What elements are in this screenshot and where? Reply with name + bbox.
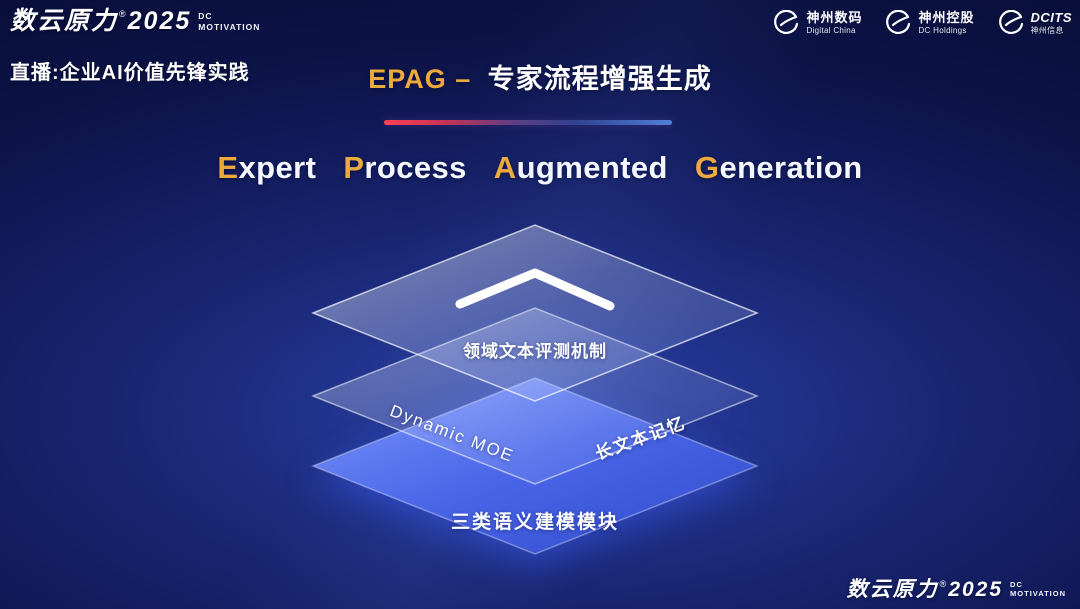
swirl-globe-icon: [998, 10, 1025, 36]
page-title: EPAG – 专家流程增强生成: [0, 57, 1080, 96]
brand-name: 数云原力: [10, 7, 119, 35]
subtitle-word-rest: ugmented: [516, 150, 668, 185]
brand-logo-bottom-right: 数云原力 ® 2025 DC MOTIVATION: [847, 578, 1066, 601]
brand-logo-top-left: 数云原力 ® 2025 DC MOTIVATION: [10, 7, 260, 36]
subtitle-word-rest: rocess: [364, 150, 467, 185]
subtitle-word: Process: [343, 150, 466, 185]
registered-mark: ®: [119, 9, 126, 19]
partner-subname: Digital China: [806, 25, 856, 35]
brand-dc: DC: [1010, 579, 1023, 589]
partner-subname: 神州信息: [1030, 25, 1064, 35]
layer-stack-diagram: 领域文本评测机制 Dynamic MOE 长文本记忆 三类语义建模模块: [275, 218, 795, 598]
brand-motivation: MOTIVATION: [1010, 589, 1066, 599]
chevron-up-icon: [455, 268, 615, 311]
subtitle-initial: P: [343, 150, 365, 185]
partner-dcits: DCITS 神州信息: [998, 9, 1073, 36]
gradient-divider: [384, 120, 672, 125]
live-tagline: 直播:企业AI价值先锋实践: [10, 62, 250, 84]
layer-bottom-label: 三类语义建模模块: [450, 512, 619, 533]
subtitle-initial: A: [493, 150, 517, 185]
subtitle-english: Expert Process Augmented Generation: [0, 150, 1080, 186]
brand-year: 2025: [948, 577, 1004, 601]
subtitle-initial: G: [694, 150, 720, 185]
brand-name: 数云原力: [846, 577, 939, 601]
partner-text: DCITS 神州信息: [1030, 9, 1073, 35]
partner-digital-china: 神州数码 Digital China: [774, 10, 862, 36]
partner-subname: DC Holdings: [918, 25, 967, 35]
brand-subtext: DC MOTIVATION: [1010, 580, 1066, 599]
subtitle-word-rest: xpert: [238, 150, 317, 185]
registered-mark: ®: [939, 578, 947, 589]
brand-year: 2025: [127, 7, 192, 35]
layer-stack-shapes: [310, 224, 760, 555]
partner-dc-holdings: 神州控股 DC Holdings: [886, 10, 974, 36]
brand-dc: DC: [198, 11, 213, 21]
layer-top-shape: [310, 224, 760, 402]
swirl-globe-icon: [774, 10, 800, 36]
subtitle-word: Augmented: [494, 150, 668, 185]
title-rest: 专家流程增强生成: [487, 64, 712, 94]
subtitle-word: Expert: [217, 150, 316, 185]
partner-name: 神州数码: [806, 9, 863, 25]
partner-logos: 神州数码 Digital China 神州控股 DC Holdings: [774, 10, 1072, 36]
brand-subtext: DC MOTIVATION: [198, 11, 260, 32]
partner-name: DCITS: [1030, 9, 1072, 25]
partner-text: 神州数码 Digital China: [806, 9, 863, 35]
partner-text: 神州控股 DC Holdings: [918, 9, 975, 35]
subtitle-word-rest: eneration: [719, 150, 863, 185]
layer-top-label: 领域文本评测机制: [463, 342, 607, 361]
brand-motivation: MOTIVATION: [198, 21, 261, 32]
title-highlight: EPAG –: [368, 64, 472, 94]
subtitle-initial: E: [217, 150, 239, 185]
partner-name: 神州控股: [918, 9, 975, 25]
subtitle-word: Generation: [695, 150, 863, 185]
swirl-globe-icon: [886, 10, 912, 36]
